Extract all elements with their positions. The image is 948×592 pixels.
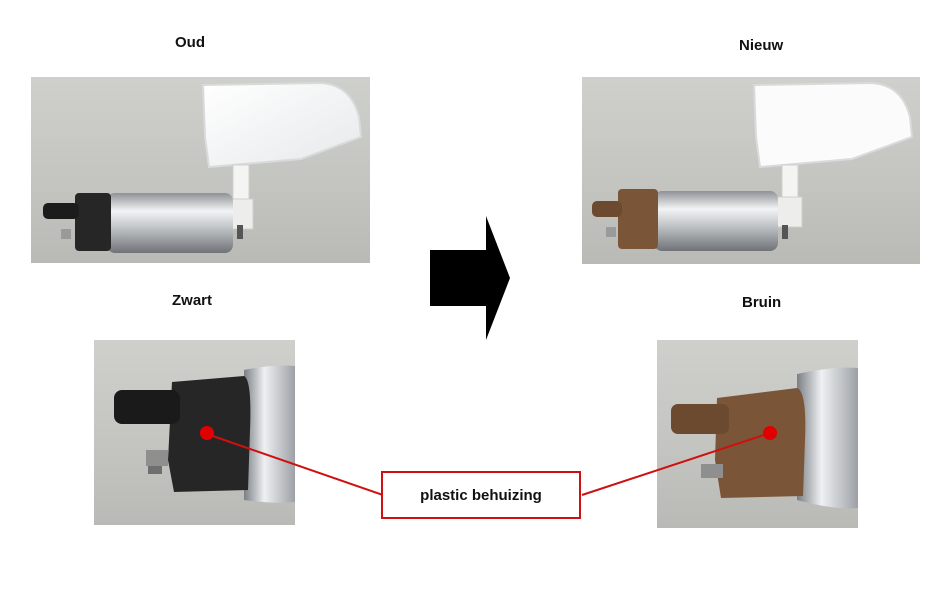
brown-housing-closeup — [657, 340, 858, 528]
label-black: Zwart — [172, 292, 213, 309]
callout-box: plastic behuizing — [381, 471, 581, 519]
callout-text: plastic behuizing — [420, 486, 542, 504]
label-brown: Bruin — [742, 294, 782, 311]
label-new: Nieuw — [739, 37, 784, 54]
black-housing-closeup — [94, 340, 295, 525]
old-pump-photo — [31, 77, 370, 263]
right-arrow-icon — [430, 216, 510, 340]
label-old: Oud — [175, 34, 205, 51]
new-pump-photo — [582, 77, 920, 264]
